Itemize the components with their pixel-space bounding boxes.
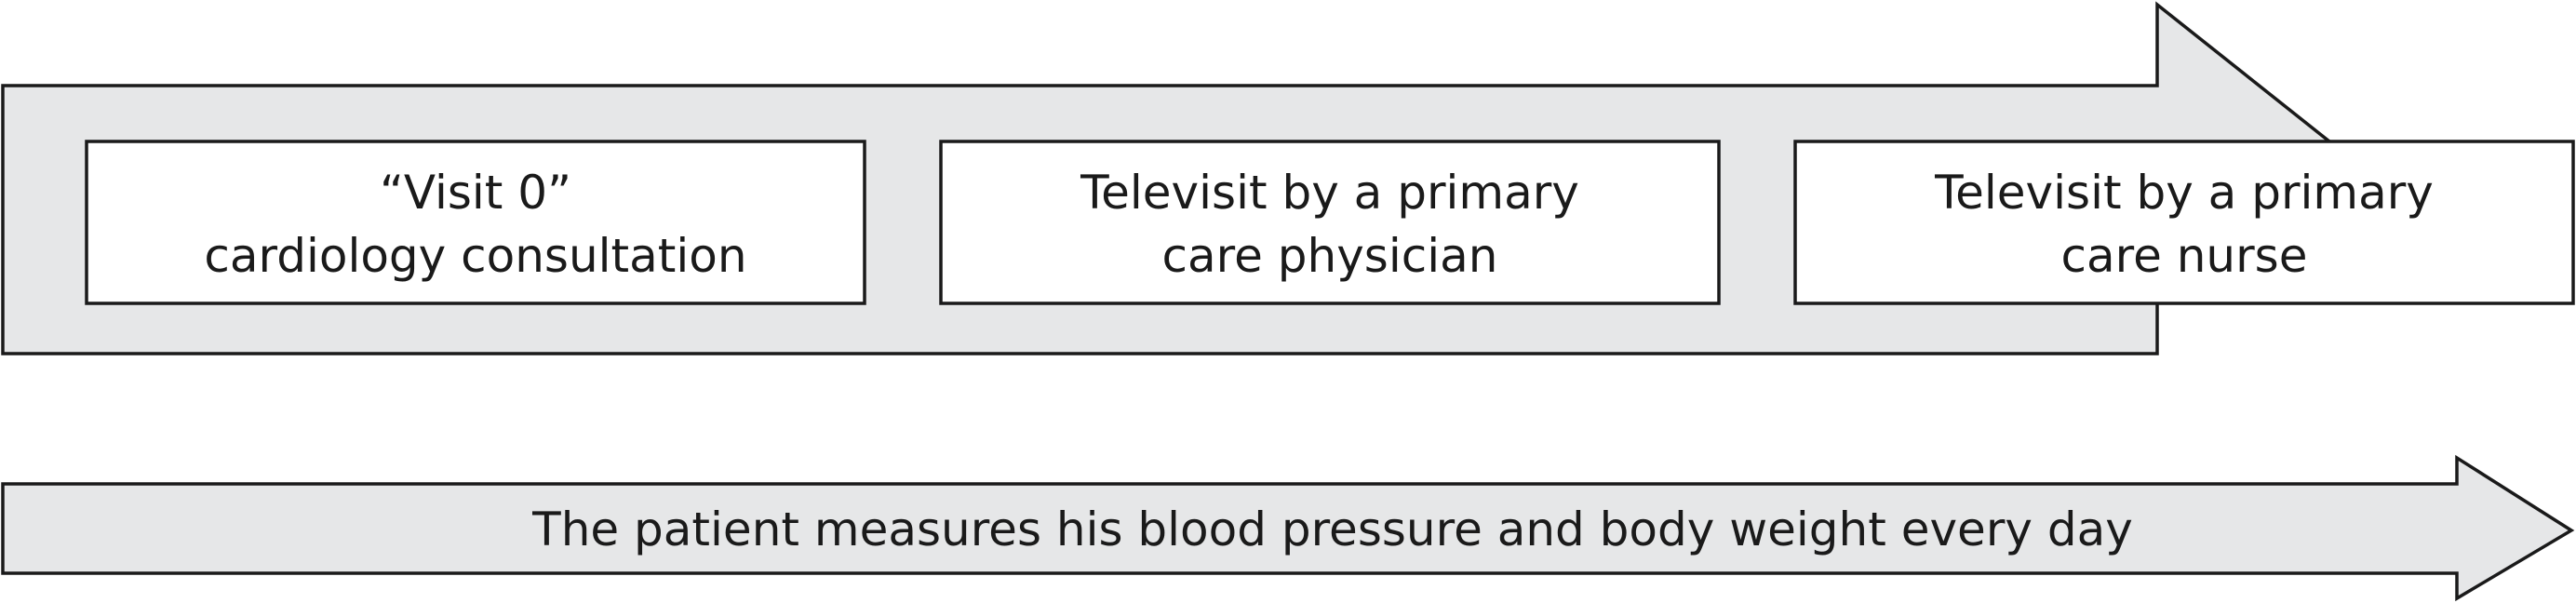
step-1-line-2: cardiology consultation [204, 229, 746, 283]
daily-monitoring-text: The patient measures his blood pressure … [531, 502, 2133, 556]
step-3-line-1: Televisit by a primary [1934, 166, 2434, 220]
step-nurse-televisit: Televisit by a primary care nurse [1793, 140, 2575, 305]
step-physician-televisit: Televisit by a primary care physician [939, 140, 1721, 305]
daily-monitoring-arrow [1, 454, 2575, 602]
step-box-2 [939, 140, 1721, 305]
step-2-line-1: Televisit by a primary [1080, 166, 1579, 220]
step-1-line-1: “Visit 0” [380, 166, 571, 220]
step-3-line-2: care nurse [2061, 229, 2308, 283]
step-box-1 [85, 140, 866, 305]
step-box-3 [1793, 140, 2575, 305]
step-visit-0: “Visit 0” cardiology consultation [85, 140, 866, 305]
step-2-line-2: care physician [1162, 229, 1498, 283]
